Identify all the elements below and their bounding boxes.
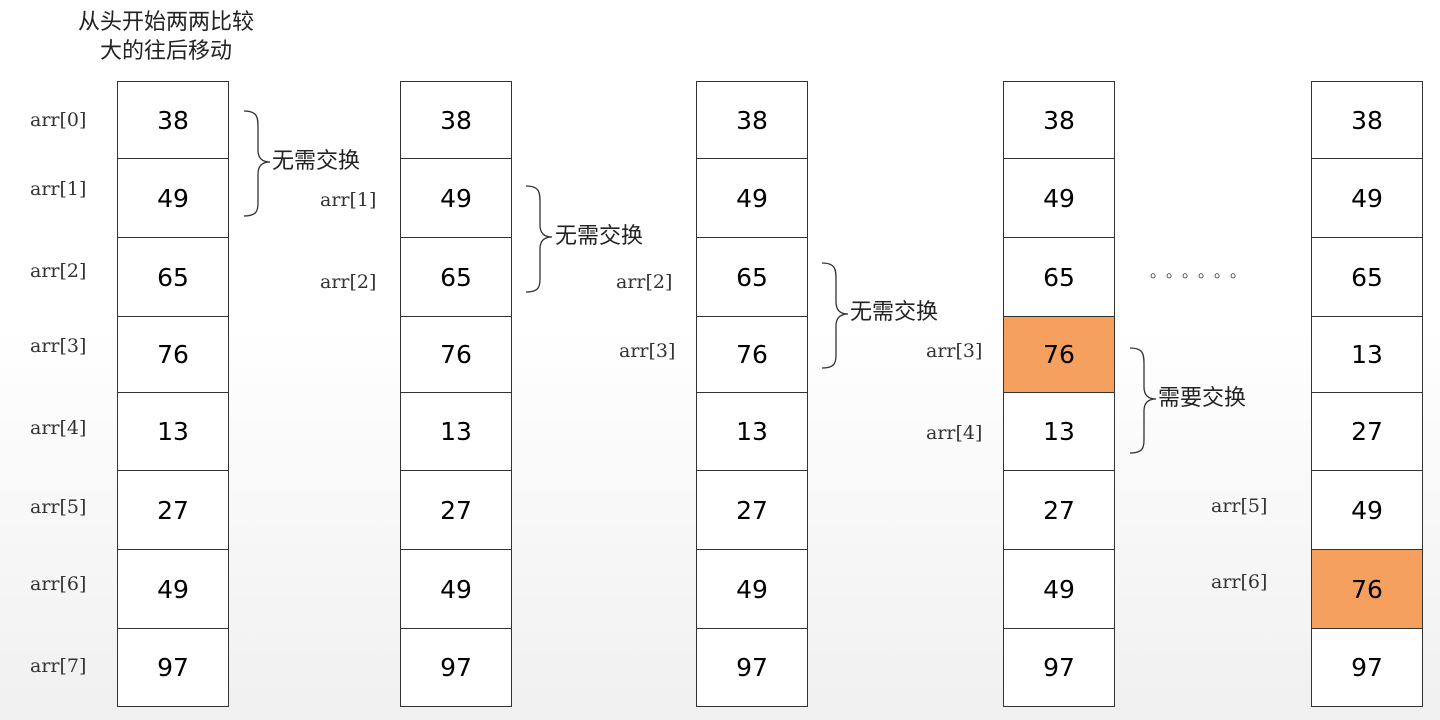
array-cell: 27 — [1004, 470, 1114, 549]
index-label: arr[6] — [30, 573, 87, 595]
brace-note: 无需交换 — [272, 149, 361, 174]
array-cell: 97 — [401, 628, 511, 706]
array-cell: 97 — [697, 628, 807, 706]
array-cell: 13 — [697, 392, 807, 470]
array-cell: 49 — [697, 158, 807, 237]
array-cell: 49 — [118, 158, 228, 237]
array-cell: 38 — [736, 105, 768, 135]
index-label: arr[1] — [320, 189, 377, 211]
index-label: arr[5] — [1211, 495, 1268, 517]
index-label: arr[4] — [30, 417, 87, 439]
array-cell: 49 — [697, 549, 807, 628]
title-line-2: 大的往后移动 — [99, 39, 232, 64]
array-cell: 13 — [1312, 316, 1422, 392]
index-label: arr[6] — [1211, 571, 1268, 593]
brace — [243, 110, 271, 217]
array-cell: 76 — [1312, 549, 1422, 628]
array-cell: 65 — [1004, 237, 1114, 316]
array-cell: 38 — [157, 105, 189, 135]
index-label: arr[2] — [320, 271, 377, 293]
array-cell: 76 — [118, 316, 228, 392]
array-cell: 38 — [440, 105, 472, 135]
brace-note: 需要交换 — [1158, 386, 1247, 411]
array-cell: 97 — [1312, 628, 1422, 706]
array-cell: 97 — [118, 628, 228, 706]
index-label: arr[4] — [926, 422, 983, 444]
brace — [1129, 347, 1157, 454]
title-line-1: 从头开始两两比较 — [77, 10, 254, 35]
array-cell: 49 — [401, 158, 511, 237]
array-cell: 38 — [1351, 105, 1383, 135]
index-label: arr[2] — [30, 260, 87, 282]
array-cell: 49 — [401, 549, 511, 628]
index-label: arr[3] — [926, 340, 983, 362]
diagram-title: 从头开始两两比较 大的往后移动 — [56, 8, 276, 66]
index-label: arr[5] — [30, 496, 87, 518]
array-cell: 76 — [1004, 316, 1114, 392]
array-cell: 49 — [118, 549, 228, 628]
index-label: arr[0] — [30, 109, 87, 131]
index-label: arr[3] — [30, 335, 87, 357]
array-cell: 13 — [118, 392, 228, 470]
array-cell: 27 — [697, 470, 807, 549]
array-cell: 76 — [697, 316, 807, 392]
array-cell: 27 — [401, 470, 511, 549]
index-label: arr[1] — [30, 178, 87, 200]
array-cell: 49 — [1004, 158, 1114, 237]
array-cell: 49 — [1312, 470, 1422, 549]
array-cell: 27 — [118, 470, 228, 549]
array-cell: 65 — [697, 237, 807, 316]
array-cell: 38 — [1043, 105, 1075, 135]
ellipsis: 。。。。。。 — [1150, 262, 1255, 281]
array-cell: 49 — [1312, 158, 1422, 237]
array-cell: 76 — [401, 316, 511, 392]
index-label: arr[7] — [30, 655, 87, 677]
array-cell: 65 — [118, 237, 228, 316]
array-cell: 27 — [1312, 392, 1422, 470]
brace-note: 无需交换 — [850, 300, 939, 325]
array-cell: 65 — [1312, 237, 1422, 316]
brace-note: 无需交换 — [555, 224, 644, 249]
array-cell: 13 — [1004, 392, 1114, 470]
array-cell: 13 — [401, 392, 511, 470]
array-cell: 65 — [401, 237, 511, 316]
array-cell: 49 — [1004, 549, 1114, 628]
brace — [821, 262, 849, 369]
index-label: arr[3] — [619, 340, 676, 362]
array-cell: 97 — [1004, 628, 1114, 706]
brace — [525, 185, 553, 293]
index-label: arr[2] — [616, 271, 673, 293]
